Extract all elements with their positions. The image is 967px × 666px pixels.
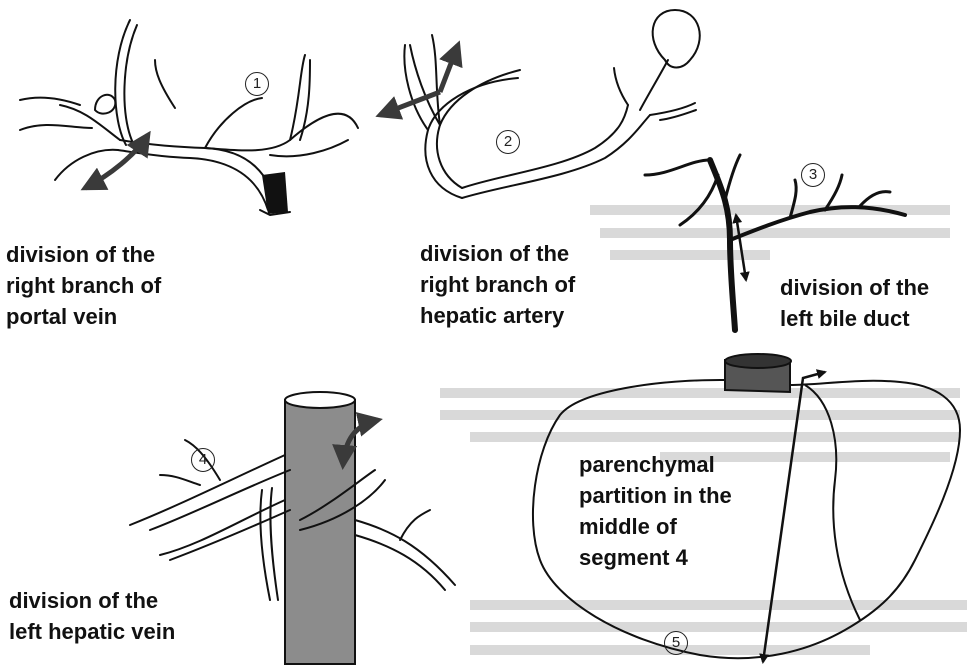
marker-4: 4	[191, 448, 215, 472]
caption-portal-vein: division of the right branch of portal v…	[6, 239, 161, 332]
hepatic-artery-drawing	[404, 10, 699, 198]
bile-duct-division-arrow	[736, 215, 746, 280]
portal-vein-drawing	[20, 20, 358, 215]
caption-hepatic-vein: division of the left hepatic vein	[9, 585, 175, 647]
caption-line: portal vein	[6, 301, 161, 332]
caption-bile-duct: division of the left bile duct	[780, 272, 929, 334]
liver-hilum	[725, 354, 791, 392]
marker-3: 3	[801, 163, 825, 187]
hepatic-vein-drawing	[130, 392, 455, 664]
caption-line: left hepatic vein	[9, 616, 175, 647]
caption-line: partition in the	[579, 480, 732, 511]
portal-vein-trunk	[262, 172, 288, 214]
caption-line: hepatic artery	[420, 300, 575, 331]
caption-line: division of the	[420, 238, 575, 269]
marker-1: 1	[245, 72, 269, 96]
marker-5: 5	[664, 631, 688, 655]
caption-line: division of the	[780, 272, 929, 303]
caption-line: right branch of	[420, 269, 575, 300]
caption-hepatic-artery: division of the right branch of hepatic …	[420, 238, 575, 331]
caption-line: left bile duct	[780, 303, 929, 334]
caption-parenchymal-partition: parenchymal partition in the middle of s…	[579, 449, 732, 573]
caption-line: segment 4	[579, 542, 732, 573]
hepatic-artery-division-arrow-up	[440, 45, 458, 92]
marker-2: 2	[496, 130, 520, 154]
caption-line: division of the	[6, 239, 161, 270]
caption-line: division of the	[9, 585, 175, 616]
parenchymal-partition-arrow	[763, 372, 825, 662]
caption-line: parenchymal	[579, 449, 732, 480]
caption-line: right branch of	[6, 270, 161, 301]
caption-line: middle of	[579, 511, 732, 542]
